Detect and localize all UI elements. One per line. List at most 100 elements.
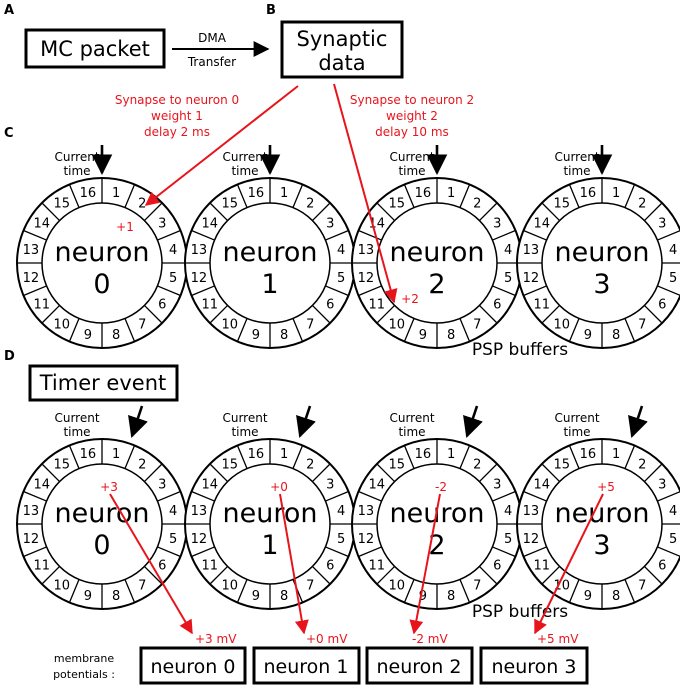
synaptic-data-line2: data xyxy=(318,51,365,75)
buffer-slot-label: 2 xyxy=(138,458,146,473)
buffer-slot-label: 9 xyxy=(84,328,92,343)
buffer-slot-label: 15 xyxy=(221,458,238,473)
ring-buffer-d-neuron-2: 12345678910111213141516neuron2Currenttim… xyxy=(351,405,523,610)
current-time-label: time xyxy=(398,164,425,178)
neuron-name-label: neuron xyxy=(223,498,318,529)
buffer-slot-label: 11 xyxy=(201,558,218,573)
output-box-neuron-1 xyxy=(252,646,361,685)
buffer-slot-label: 5 xyxy=(504,271,512,286)
buffer-slot-label: 2 xyxy=(638,458,646,473)
synapse-2-arrow xyxy=(333,83,398,304)
buffer-slot-label: 16 xyxy=(80,186,97,201)
buffer-slot-label: 9 xyxy=(584,589,592,604)
buffer-slot-label: 12 xyxy=(358,532,375,547)
buffer-slot-label: 1 xyxy=(280,186,288,201)
d-value-neuron-2: -2 xyxy=(435,480,447,494)
buffer-slot-label: 14 xyxy=(201,217,218,232)
neuron-name-label: neuron xyxy=(555,498,650,529)
buffer-slot-label: 15 xyxy=(553,197,570,212)
buffer-slot-label: 2 xyxy=(473,458,481,473)
buffer-slot-label: 12 xyxy=(358,271,375,286)
buffer-slot-label: 2 xyxy=(638,197,646,212)
buffer-slot-label: 1 xyxy=(612,447,620,462)
panel-label-a: A xyxy=(4,3,14,18)
timer-event-box xyxy=(28,364,179,402)
buffer-slot-label: 11 xyxy=(201,297,218,312)
buffer-slot-label: 15 xyxy=(53,197,70,212)
buffer-slot-label: 16 xyxy=(80,447,97,462)
buffer-slot-label: 16 xyxy=(415,186,432,201)
buffer-slot-label: 12 xyxy=(23,532,40,547)
buffer-slot-label: 2 xyxy=(138,197,146,212)
neuron-number-label: 3 xyxy=(593,269,610,300)
buffer-slot-label: 3 xyxy=(158,478,166,493)
current-time-label: Current xyxy=(222,411,267,425)
buffer-slot-label: 10 xyxy=(53,317,70,332)
buffer-slot-label: 10 xyxy=(388,317,405,332)
buffer-slot-label: 6 xyxy=(326,297,334,312)
buffer-slot-label: 13 xyxy=(23,504,40,519)
buffer-slot-label: 5 xyxy=(169,532,177,547)
current-time-label: Current xyxy=(554,150,599,164)
timer-event-label: Timer event xyxy=(39,371,167,395)
buffer-slot-label: 4 xyxy=(169,504,177,519)
synaptic-data-line1: Synaptic xyxy=(297,27,388,51)
d-value-neuron-1: +0 xyxy=(270,480,288,494)
current-time-arrow xyxy=(296,405,316,438)
buffer-slot-label: 16 xyxy=(248,447,265,462)
mv-neuron-3: +5 mV xyxy=(537,632,579,646)
buffer-slot-label: 7 xyxy=(473,317,481,332)
neuron-number-label: 1 xyxy=(261,269,278,300)
buffer-slot-label: 16 xyxy=(248,186,265,201)
buffer-slot-label: 7 xyxy=(473,578,481,593)
buffer-slot-label: 12 xyxy=(523,271,540,286)
buffer-slot-label: 13 xyxy=(523,504,540,519)
buffer-slot-label: 1 xyxy=(612,186,620,201)
buffer-slot-label: 9 xyxy=(419,328,427,343)
buffer-slot-label: 11 xyxy=(368,558,385,573)
neuron-number-label: 3 xyxy=(593,530,610,561)
buffer-slot-label: 8 xyxy=(612,589,620,604)
buffer-slot-label: 6 xyxy=(493,558,501,573)
buffer-slot-label: 14 xyxy=(33,217,50,232)
c-marker-neuron-2: +2 xyxy=(401,292,419,306)
buffer-slot-label: 14 xyxy=(33,478,50,493)
neuron-number-label: 1 xyxy=(261,530,278,561)
buffer-slot-label: 14 xyxy=(533,478,550,493)
buffer-slot-label: 6 xyxy=(158,558,166,573)
d-arrow-neuron-3 xyxy=(534,493,604,635)
neuron-name-label: neuron xyxy=(55,498,150,529)
buffer-slot-label: 4 xyxy=(504,243,512,258)
buffer-slot-label: 14 xyxy=(368,478,385,493)
current-time-label: Current xyxy=(222,150,267,164)
synapse-2-line3: delay 10 ms xyxy=(375,125,449,139)
buffer-slot-label: 3 xyxy=(493,217,501,232)
buffer-slot-label: 10 xyxy=(553,317,570,332)
buffer-slot-label: 11 xyxy=(533,558,550,573)
buffer-slot-label: 9 xyxy=(419,589,427,604)
ring-buffer-c-neuron-1: 12345678910111213141516neuron1Currenttim… xyxy=(184,145,356,349)
dma-label: DMA xyxy=(198,31,227,45)
buffer-slot-label: 7 xyxy=(638,317,646,332)
synapse-0-line2: weight 1 xyxy=(151,109,203,123)
d-value-neuron-0: +3 xyxy=(100,480,118,494)
buffer-slot-label: 10 xyxy=(221,317,238,332)
buffer-slot-label: 3 xyxy=(326,478,334,493)
transfer-label: Transfer xyxy=(187,55,236,69)
membrane-label-line1: membrane xyxy=(54,652,114,665)
buffer-slot-label: 8 xyxy=(112,328,120,343)
ring-buffer-d-neuron-3: 12345678910111213141516neuron3Currenttim… xyxy=(516,405,680,610)
current-time-label: Current xyxy=(54,411,99,425)
current-time-label: time xyxy=(231,164,258,178)
buffer-slot-label: 16 xyxy=(580,447,597,462)
membrane-label-line2: potentials : xyxy=(53,668,115,681)
synapse-2-line2: weight 2 xyxy=(386,109,438,123)
current-time-arrow xyxy=(628,405,648,438)
buffer-slot-label: 3 xyxy=(658,478,666,493)
output-box-neuron-0 xyxy=(139,646,247,685)
buffer-slot-label: 4 xyxy=(169,243,177,258)
output-box-label-1: neuron 1 xyxy=(264,656,349,678)
buffer-slot-label: 3 xyxy=(493,478,501,493)
buffer-slot-label: 3 xyxy=(158,217,166,232)
current-time-label: Current xyxy=(389,411,434,425)
